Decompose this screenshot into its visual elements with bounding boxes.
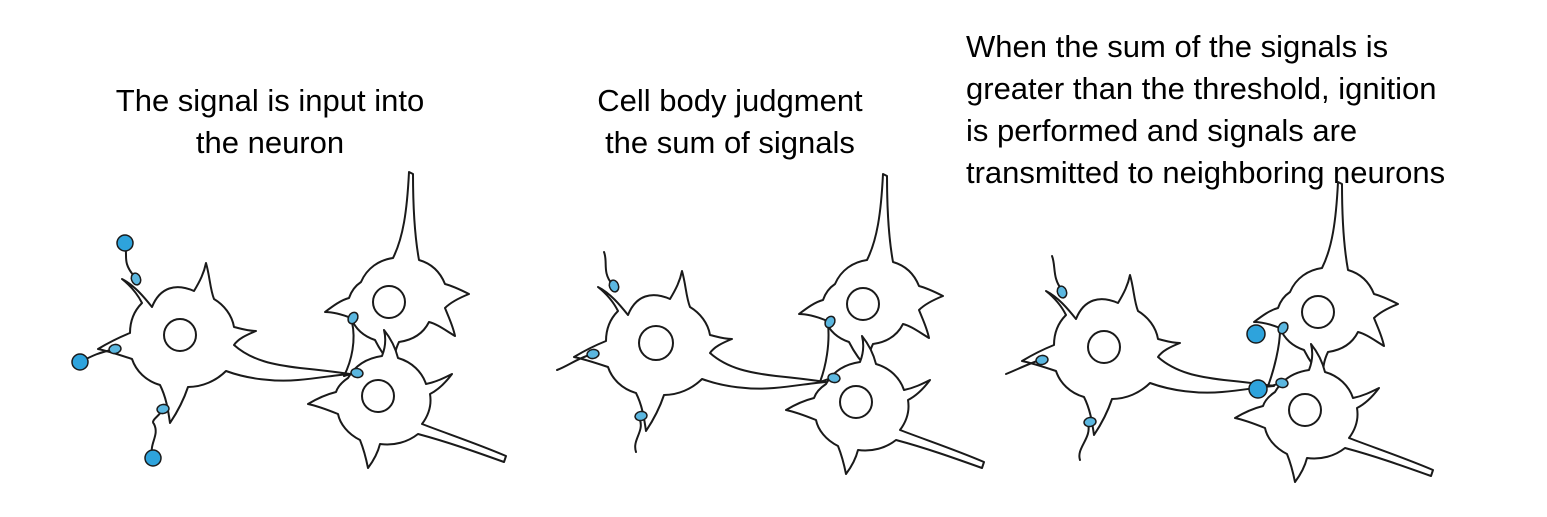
neuron-cell-body	[97, 262, 351, 424]
panel-2-neurons	[556, 173, 985, 475]
caption-line: transmitted to neighboring neurons	[966, 155, 1446, 190]
caption-line: the sum of signals	[605, 125, 855, 160]
neuron-nucleus	[1087, 330, 1121, 364]
input-fiber	[603, 251, 613, 285]
panel-1-neurons	[71, 171, 507, 469]
neuron-cell-body	[1234, 343, 1434, 483]
caption-line: the neuron	[195, 125, 345, 160]
axon-branch	[1267, 329, 1281, 387]
caption-line: Cell body judgment	[597, 83, 863, 118]
active-nucleus	[638, 325, 674, 361]
axon-branch	[819, 323, 830, 383]
neuron-cell-body	[324, 171, 470, 369]
neuron-nucleus	[839, 385, 873, 419]
neuron-nucleus	[846, 287, 880, 321]
neuron-cell-body	[1021, 274, 1275, 436]
input-fiber	[1078, 423, 1090, 461]
neuron-nucleus	[361, 379, 395, 413]
neuron-cell-body	[785, 335, 985, 475]
input-fiber	[1051, 255, 1063, 291]
output-signal-dot	[1246, 324, 1266, 344]
input-signal-dot	[71, 353, 89, 371]
input-fiber	[634, 419, 642, 453]
panel-3-caption: When the sum of the signals is greater t…	[966, 26, 1541, 194]
caption-line: is performed and signals are	[966, 113, 1358, 148]
caption-line: greater than the threshold, ignition	[966, 71, 1437, 106]
panel-2-caption: Cell body judgment the sum of signals	[530, 80, 930, 164]
caption-line: The signal is input into	[115, 83, 425, 118]
output-signal-dot	[1248, 379, 1268, 399]
neuron-cell-body	[798, 173, 944, 371]
neuron-nucleus	[1301, 295, 1335, 329]
axon-branch	[343, 321, 355, 377]
neuron-nucleus	[1288, 393, 1322, 427]
synapse-terminal	[1054, 284, 1070, 300]
panel-3-neurons	[1005, 181, 1434, 483]
input-signal-dot	[116, 234, 134, 252]
neuron-cell-body	[573, 270, 827, 432]
input-signal-dot	[144, 449, 162, 467]
neuron-cell-body	[307, 329, 507, 469]
neuron-nucleus	[372, 285, 406, 319]
input-fiber	[150, 409, 163, 458]
neuron-cell-body	[1253, 181, 1399, 379]
neuron-nucleus	[163, 318, 197, 352]
panel-1-caption: The signal is input into the neuron	[60, 80, 480, 164]
caption-line: When the sum of the signals is	[966, 29, 1389, 64]
